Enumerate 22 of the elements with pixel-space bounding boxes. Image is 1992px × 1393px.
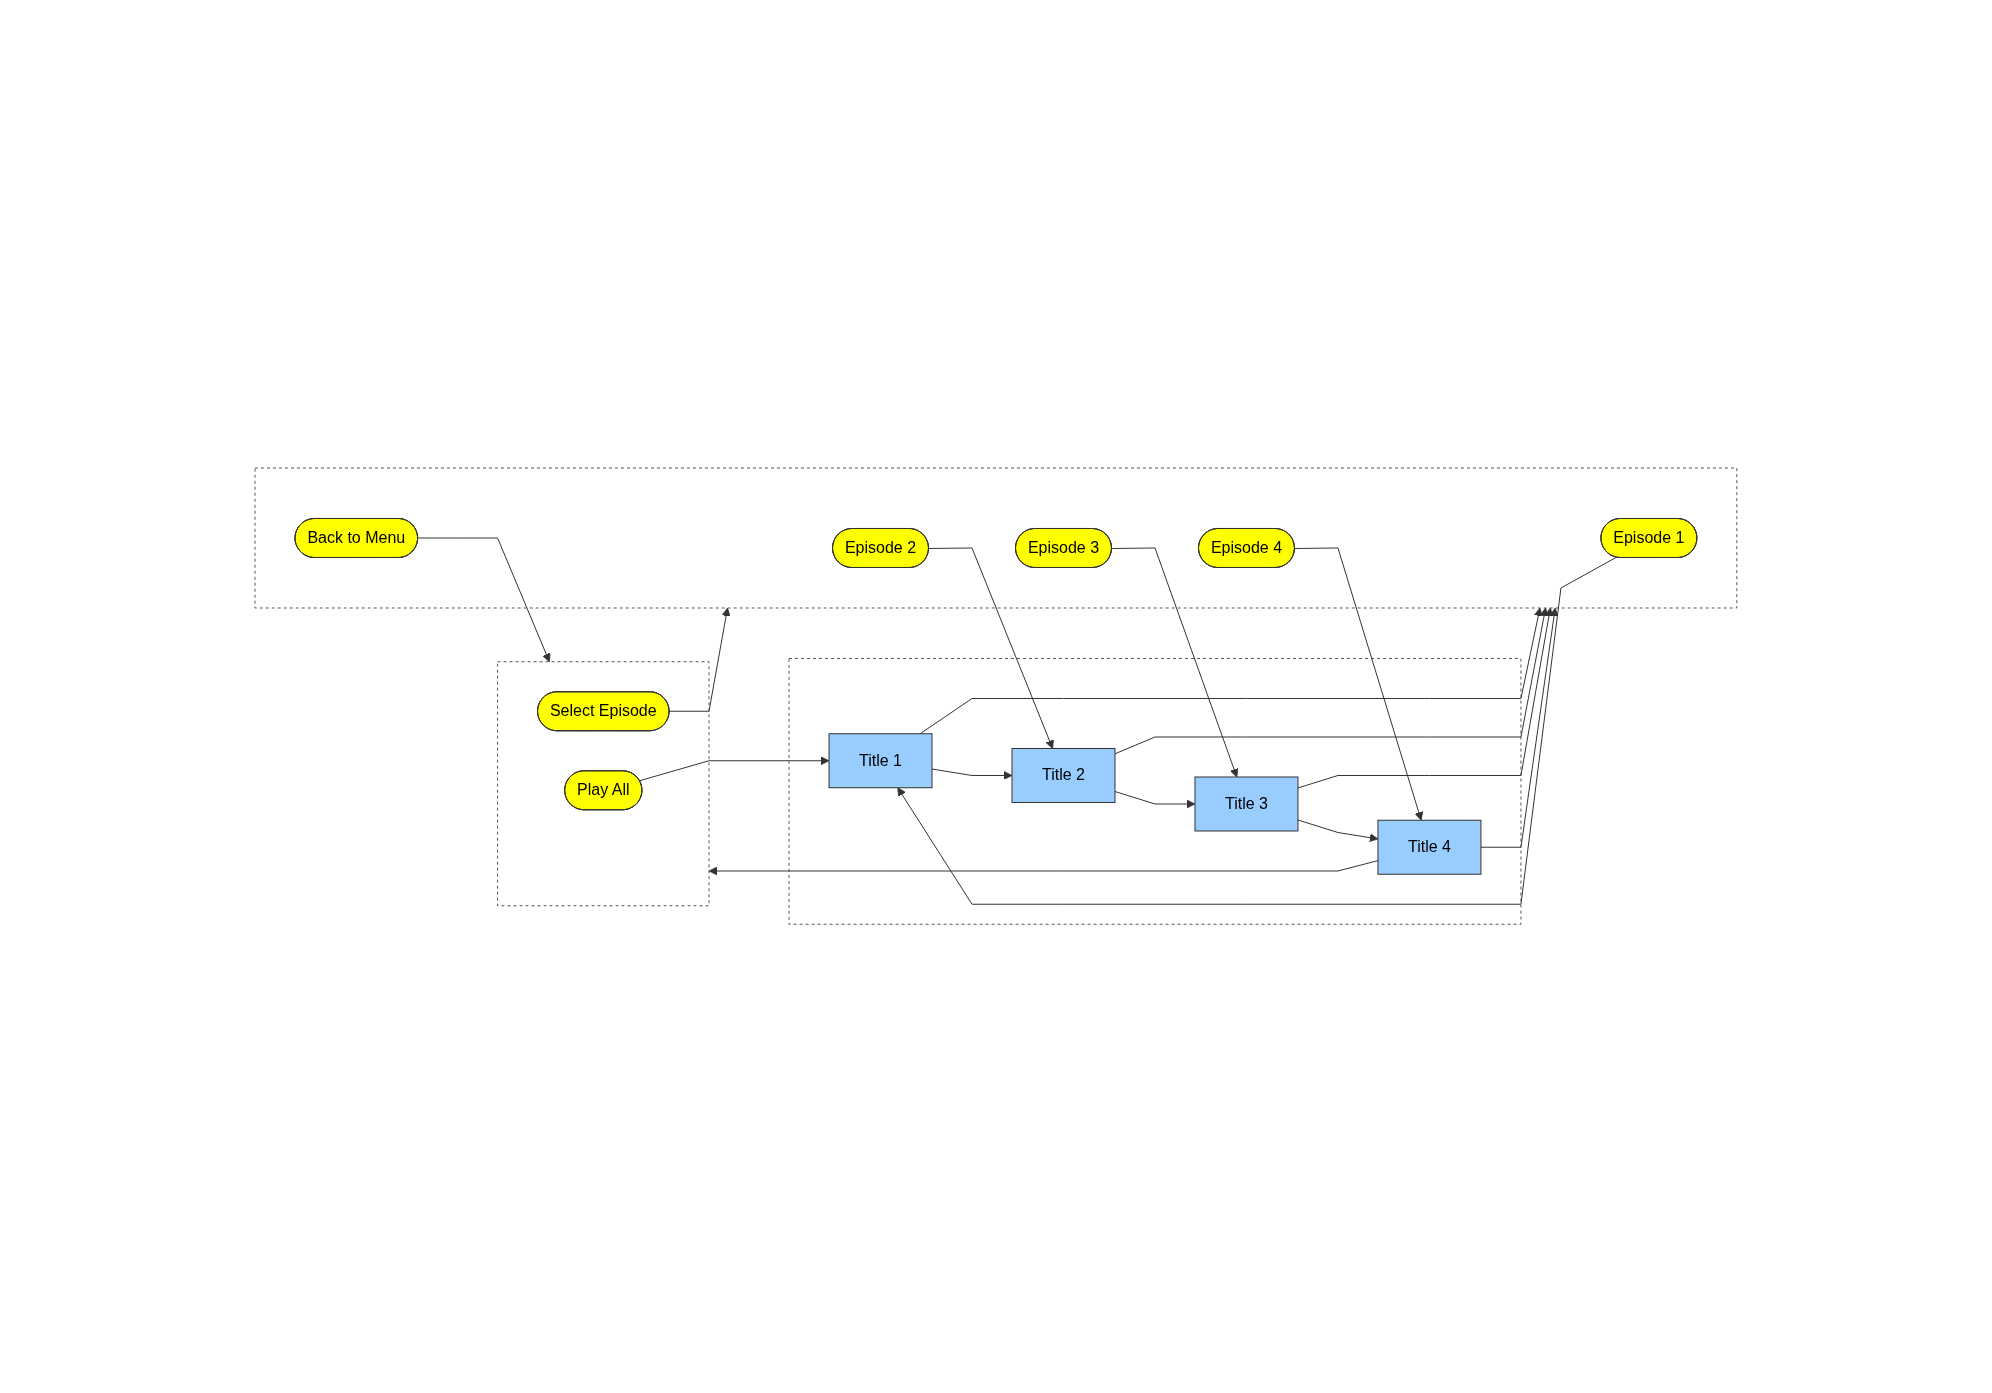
arrow [1111,547,1239,778]
cluster [497,661,710,907]
node-box: Title 1 [828,733,933,789]
arrow [1294,547,1424,821]
arrow [928,547,1054,750]
arrow [1114,607,1549,755]
arrow [417,537,551,663]
arrow [1297,607,1554,789]
arrow [919,607,1543,735]
arrow [1480,607,1559,849]
node-box: Title 3 [1194,776,1299,832]
arrow [668,607,731,713]
arrow [1114,791,1196,809]
cluster [788,658,1522,926]
node-box: Title 4 [1377,820,1482,876]
node-box: Title 2 [1011,748,1116,804]
cluster [254,467,1738,609]
arrow [1297,819,1379,843]
arrow [639,756,830,782]
arrow [931,768,1013,781]
arrow [708,860,1379,876]
arrow [897,557,1617,906]
